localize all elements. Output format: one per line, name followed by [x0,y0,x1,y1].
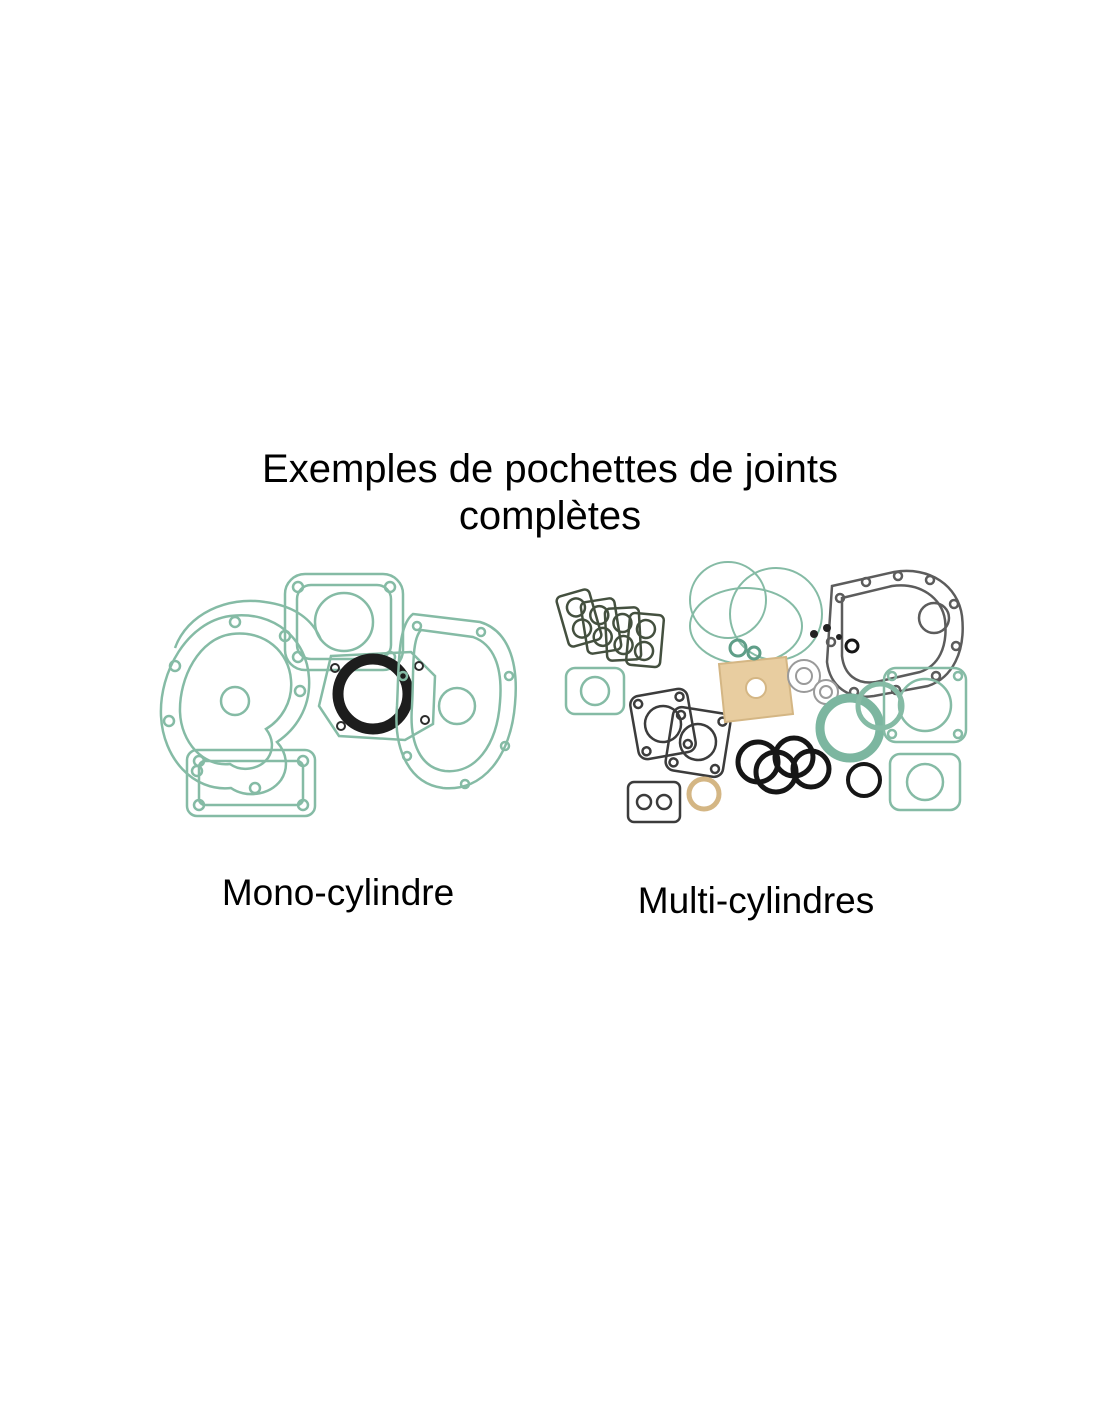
washers-and-shims [787,659,839,705]
title-line-2: complètes [458,494,642,539]
clutch-cover-gasket [159,613,311,796]
teal-oring-gaskets [815,681,905,763]
multi-crankcase-gasket [825,569,964,698]
title-line-1: Exemples de pochettes de joints [262,447,838,491]
mono-cylinder-gasket-kit-photo [135,556,535,848]
small-green-orings [728,638,762,661]
multi-cylinder-gasket-illustration [555,561,968,824]
paper-gasket [717,655,795,724]
crankcase-gasket [395,612,517,790]
finned-head-gaskets [629,687,732,779]
small-cover-gasket [564,666,626,716]
mono-cylinder-label: Mono-cylindre [221,872,455,913]
mono-cylinder-gasket-illustration [159,572,517,818]
multi-cylinder-gasket-kit-photo [532,556,972,848]
right-square-gaskets [882,666,968,812]
small-bottom-gaskets [626,776,722,824]
small-black-seals [810,624,860,654]
page-title: Exemples de pochettes de joints complète… [0,446,1100,540]
reed-valve-gasket [185,748,317,818]
multi-cylinder-label: Multi-cylindres [637,880,875,921]
exhaust-gasket-stack [555,588,666,669]
overlapping-gasket-outline [173,599,323,649]
cylinder-head-gasket [317,650,437,742]
black-oring-chain [735,735,882,798]
